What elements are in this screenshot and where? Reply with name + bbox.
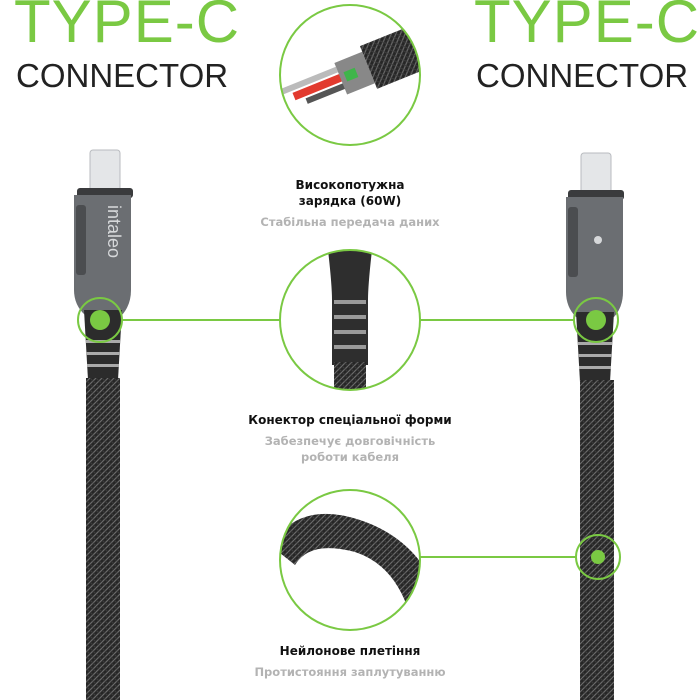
feature-subtitle: Забезпечує довговічність роботи кабеля xyxy=(264,434,436,464)
left-connector-label: CONNECTOR xyxy=(16,57,229,94)
feature-title: Конектор спеціальної форми xyxy=(248,413,452,427)
right-connector-label: CONNECTOR xyxy=(476,57,689,94)
connector-lines xyxy=(122,319,576,558)
hotspot-rings xyxy=(77,297,621,580)
feature-subtitle: Стабільна передача даних xyxy=(260,215,440,229)
feature-title: Високопотужна зарядка (60W) xyxy=(295,178,405,208)
detail-strain-relief xyxy=(279,249,421,391)
feature-charging: Високопотужна зарядка (60W) Стабільна пе… xyxy=(200,177,500,230)
brand-logo: intaleo xyxy=(104,205,124,258)
feature-subtitle: Протистояння заплутуванню xyxy=(254,665,446,679)
feature-title: Нейлонове плетіння xyxy=(279,644,421,658)
left-type-c-title: TYPE-C xyxy=(14,0,241,55)
right-type-c-title: TYPE-C xyxy=(474,0,700,55)
feature-connector: Конектор спеціальної форми Забезпечує до… xyxy=(200,412,500,465)
right-cable xyxy=(566,152,624,700)
feature-braid: Нейлонове плетіння Протистояння заплутув… xyxy=(200,643,500,680)
detail-wires xyxy=(279,4,433,146)
detail-nylon-braid xyxy=(279,489,421,631)
left-cable: intaleo xyxy=(74,149,133,700)
